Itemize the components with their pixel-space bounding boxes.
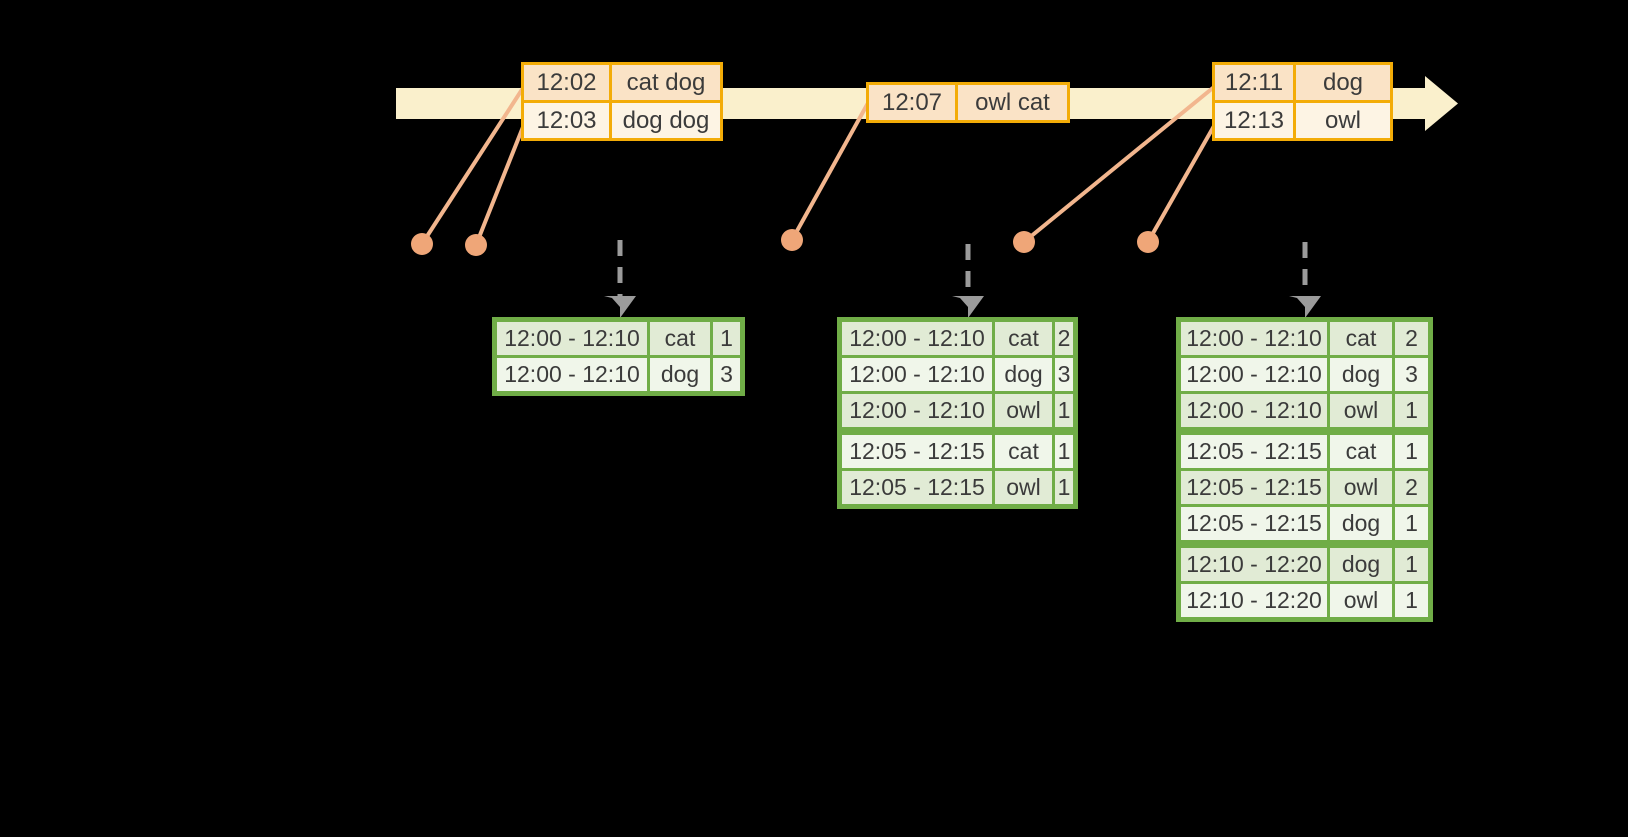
count-cell: 2 (1052, 318, 1077, 358)
result-row: 12:05 - 12:15 owl 1 (838, 468, 1077, 508)
result-table-2: 12:00 - 12:10 cat 2 12:00 - 12:10 dog 3 … (837, 317, 1078, 509)
result-row: 12:05 - 12:15 owl 2 (1177, 468, 1432, 507)
word-cell: owl (1327, 468, 1395, 507)
result-row: 12:05 - 12:15 cat 1 (838, 427, 1077, 471)
window-cell: 12:00 - 12:10 (838, 318, 995, 358)
result-row: 12:00 - 12:10 cat 1 (493, 318, 744, 358)
word-cell: owl (1327, 581, 1395, 621)
event-marker-dot (781, 229, 803, 251)
word-cell: dog (1327, 355, 1395, 394)
timeline-arrowhead-icon (1425, 76, 1458, 131)
count-cell: 2 (1392, 468, 1432, 507)
result-row: 12:10 - 12:20 dog 1 (1177, 540, 1432, 584)
result-table-3: 12:00 - 12:10 cat 2 12:00 - 12:10 dog 3 … (1176, 317, 1433, 622)
window-cell: 12:00 - 12:10 (838, 355, 995, 394)
event-marker-dot (1013, 231, 1035, 253)
event-row: 12:03 dog dog (521, 100, 723, 141)
window-cell: 12:05 - 12:15 (1177, 468, 1330, 507)
window-cell: 12:05 - 12:15 (1177, 427, 1330, 471)
event-connector-line (1146, 125, 1216, 243)
window-cell: 12:00 - 12:10 (493, 318, 650, 358)
count-cell: 3 (1052, 355, 1077, 394)
count-cell: 1 (1392, 540, 1432, 584)
event-connector-line (474, 126, 525, 246)
event-row: 12:02 cat dog (521, 62, 723, 103)
event-words-cell: owl cat (955, 82, 1070, 123)
word-cell: owl (1327, 391, 1395, 433)
event-marker-dot (1137, 231, 1159, 253)
event-row: 12:07 owl cat (866, 82, 1070, 123)
event-markers (411, 229, 1159, 256)
result-row: 12:00 - 12:10 dog 3 (493, 355, 744, 395)
event-words-cell: dog dog (609, 100, 723, 141)
result-row: 12:00 - 12:10 cat 2 (1177, 318, 1432, 358)
event-table-1: 12:02 cat dog 12:03 dog dog (521, 62, 723, 141)
event-time-cell: 12:11 (1212, 62, 1296, 103)
event-words-cell: cat dog (609, 62, 723, 103)
result-row: 12:00 - 12:10 owl 1 (1177, 391, 1432, 433)
count-cell: 1 (1052, 427, 1077, 471)
event-time-cell: 12:02 (521, 62, 612, 103)
event-time-cell: 12:13 (1212, 100, 1296, 141)
word-cell: cat (1327, 427, 1395, 471)
event-connector-line (420, 86, 525, 246)
event-row: 12:13 owl (1212, 100, 1393, 141)
result-row: 12:10 - 12:20 owl 1 (1177, 581, 1432, 621)
window-cell: 12:05 - 12:15 (1177, 504, 1330, 546)
event-marker-dot (465, 234, 487, 256)
word-cell: owl (992, 391, 1055, 433)
word-cell: cat (647, 318, 713, 358)
event-words-cell: owl (1293, 100, 1393, 141)
result-row: 12:00 - 12:10 dog 3 (1177, 355, 1432, 394)
word-cell: owl (992, 468, 1055, 508)
window-cell: 12:00 - 12:10 (1177, 391, 1330, 433)
window-cell: 12:10 - 12:20 (1177, 581, 1330, 621)
window-cell: 12:00 - 12:10 (1177, 318, 1330, 358)
window-cell: 12:00 - 12:10 (838, 391, 995, 433)
count-cell: 1 (1392, 504, 1432, 546)
trigger-arrowhead-icon (952, 296, 984, 318)
count-cell: 2 (1392, 318, 1432, 358)
count-cell: 1 (1052, 468, 1077, 508)
event-time-cell: 12:07 (866, 82, 958, 123)
event-time-cell: 12:03 (521, 100, 612, 141)
result-table-1: 12:00 - 12:10 cat 1 12:00 - 12:10 dog 3 (492, 317, 745, 396)
word-cell: cat (1327, 318, 1395, 358)
word-cell: cat (992, 427, 1055, 471)
word-cell: dog (992, 355, 1055, 394)
result-row: 12:00 - 12:10 owl 1 (838, 391, 1077, 433)
event-connector-line (790, 102, 870, 241)
window-cell: 12:00 - 12:10 (493, 355, 650, 395)
event-words-cell: dog (1293, 62, 1393, 103)
count-cell: 1 (710, 318, 744, 358)
event-row: 12:11 dog (1212, 62, 1393, 103)
event-table-3: 12:11 dog 12:13 owl (1212, 62, 1393, 141)
word-cell: cat (992, 318, 1055, 358)
trigger-arrowheads (604, 296, 1321, 318)
result-row: 12:05 - 12:15 cat 1 (1177, 427, 1432, 471)
word-cell: dog (1327, 504, 1395, 546)
window-cell: 12:00 - 12:10 (1177, 355, 1330, 394)
event-table-2: 12:07 owl cat (866, 82, 1070, 123)
word-cell: dog (647, 355, 713, 395)
event-connectors (420, 85, 1216, 246)
count-cell: 3 (710, 355, 744, 395)
result-row: 12:05 - 12:15 dog 1 (1177, 504, 1432, 546)
window-cell: 12:05 - 12:15 (838, 427, 995, 471)
result-row: 12:00 - 12:10 cat 2 (838, 318, 1077, 358)
window-cell: 12:10 - 12:20 (1177, 540, 1330, 584)
trigger-arrowhead-icon (604, 296, 636, 318)
event-connector-line (1022, 85, 1216, 244)
count-cell: 1 (1392, 581, 1432, 621)
event-marker-dot (411, 233, 433, 255)
count-cell: 1 (1052, 391, 1077, 433)
word-cell: dog (1327, 540, 1395, 584)
count-cell: 1 (1392, 391, 1432, 433)
window-cell: 12:05 - 12:15 (838, 468, 995, 508)
trigger-arrows (617, 240, 1308, 296)
count-cell: 1 (1392, 427, 1432, 471)
trigger-arrowhead-icon (1289, 296, 1321, 318)
result-row: 12:00 - 12:10 dog 3 (838, 355, 1077, 394)
count-cell: 3 (1392, 355, 1432, 394)
